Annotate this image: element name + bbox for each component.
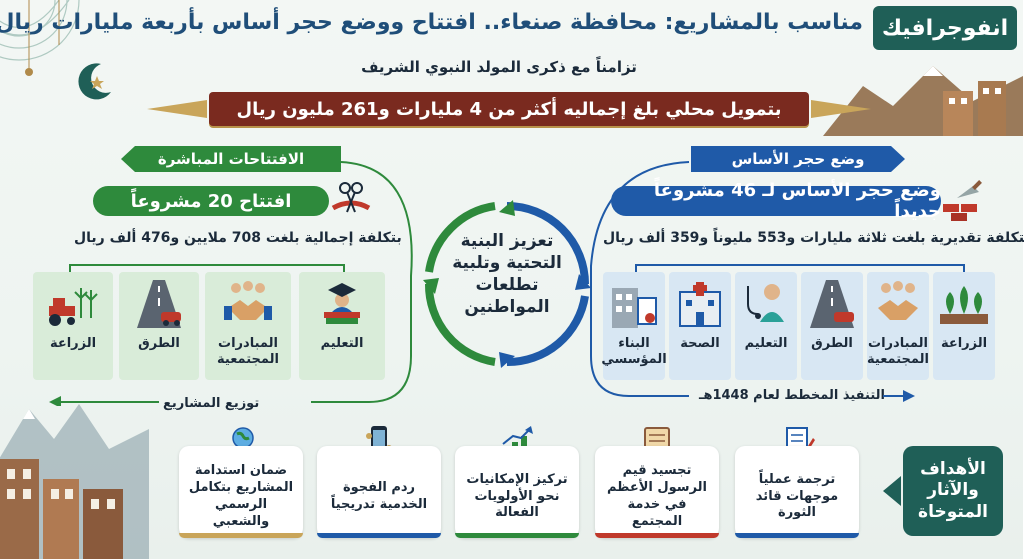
goal-stripe — [736, 533, 860, 538]
stethoscope-teacher-icon — [748, 284, 785, 322]
foundation-card-education: التعليم — [736, 272, 798, 380]
goal-stripe — [456, 533, 580, 538]
card-label: البناء المؤسسي — [602, 336, 668, 367]
center-statement: تعزيز البنية التحتية وتلبية تطلعات الموا… — [453, 231, 563, 318]
mountain-village-illustration — [824, 66, 1024, 136]
page-subtitle: تزامناً مع ذكرى المولد النبوي الشريف — [362, 58, 638, 76]
mandala-ornament — [0, 0, 81, 76]
goals-arrow — [884, 476, 902, 506]
agriculture-icon — [50, 288, 99, 326]
openings-bracket — [70, 264, 346, 274]
foundation-bracket — [636, 264, 966, 274]
goal-card-3: تركيز الإمكانيات نحو الأولويات الفعالة — [456, 446, 580, 538]
building-icon — [613, 288, 658, 328]
openings-footer: توزيع المشاريع — [164, 396, 261, 411]
page-title: مناسب بالمشاريع: محافظة صنعاء.. افتتاح و… — [0, 10, 864, 35]
health-icon — [680, 282, 722, 327]
openings-banner: الافتتاحات المباشرة — [122, 146, 342, 172]
openings-card-roads: الطرق — [120, 272, 200, 380]
foundation-card-agriculture: الزراعة — [934, 272, 996, 380]
crescent-moon-icon — [79, 63, 112, 100]
infographic-badge: انفوجرافيك — [874, 6, 1018, 50]
goal-card-4: ردم الفجوة الخدمية تدريجياً — [318, 446, 442, 538]
goals-badge: الأهداف والآثار المتوخاة — [904, 446, 1004, 536]
foundation-cost: بتكلفة تقديرية بلغت ثلاثة مليارات و553 م… — [604, 230, 1024, 246]
card-label: المبادرات المجتمعية — [218, 336, 280, 367]
goal-label: ترجمة عملياً موجهات قائد الثورة — [756, 471, 840, 521]
ribbon-cutting-icon — [332, 182, 372, 213]
goal-label: ردم الفجوة الخدمية تدريجياً — [331, 480, 429, 512]
roads-icon — [138, 280, 182, 328]
community-icon — [879, 281, 919, 320]
foundation-card-health: الصحة — [670, 272, 732, 380]
foundation-card-community: المبادرات المجتمعية — [868, 272, 930, 380]
center-cycle-arrows — [424, 200, 592, 368]
card-label: التعليم — [321, 336, 365, 351]
goal-card-2: تجسيد قيم الرسول الأعظم في خدمة المجتمع — [596, 446, 720, 538]
openings-card-agriculture: الزراعة — [34, 272, 114, 380]
goal-stripe — [180, 533, 304, 538]
community-icon — [225, 281, 273, 320]
openings-card-community: المبادرات المجتمعية — [206, 272, 292, 380]
card-label: الطرق — [139, 336, 181, 351]
foundation-card-building: البناء المؤسسي — [602, 272, 668, 380]
funding-ribbon: بتمويل محلي بلغ إجماليه أكثر من 4 مليارا… — [210, 92, 810, 126]
card-label: الصحة — [681, 336, 721, 351]
goal-stripe — [596, 533, 720, 538]
openings-connector — [50, 161, 414, 406]
goal-label: ضمان استدامة المشاريع بتكامل الرسمي والش… — [189, 463, 295, 529]
card-label: التعليم — [745, 336, 789, 351]
card-label: الزراعة — [50, 336, 98, 351]
foundation-footer: التنفيذ المخطط لعام 1448هـ — [700, 388, 886, 403]
education-icon — [325, 283, 361, 324]
goal-label: تجسيد قيم الرسول الأعظم في خدمة المجتمع — [607, 463, 709, 529]
openings-cost: بتكلفة إجمالية بلغت 708 ملايين و476 ألف … — [75, 230, 403, 246]
openings-card-education: التعليم — [300, 272, 386, 380]
foundation-card-roads: الطرق — [802, 272, 864, 380]
trowel-brick-icon — [944, 180, 983, 221]
openings-count-pill: افتتاح 20 مشروعاً — [94, 186, 330, 216]
card-label: الطرق — [812, 336, 854, 351]
goal-stripe — [318, 533, 442, 538]
foundation-connector — [591, 161, 916, 402]
card-label: المبادرات المجتمعية — [868, 336, 930, 367]
goal-card-1: ترجمة عملياً موجهات قائد الثورة — [736, 446, 860, 538]
foundation-banner: وضع حجر الأساس — [692, 146, 906, 172]
roads-icon — [811, 280, 855, 328]
old-sanaa-city-illustration — [0, 404, 150, 559]
goal-card-5: ضمان استدامة المشاريع بتكامل الرسمي والش… — [180, 446, 304, 538]
agriculture-icon — [941, 286, 989, 324]
goal-label: تركيز الإمكانيات نحو الأولويات الفعالة — [467, 471, 569, 521]
card-label: الزراعة — [941, 336, 989, 351]
foundation-count-pill: وضع حجر الأساس لـ 46 مشروعاً جديداً — [612, 180, 942, 222]
